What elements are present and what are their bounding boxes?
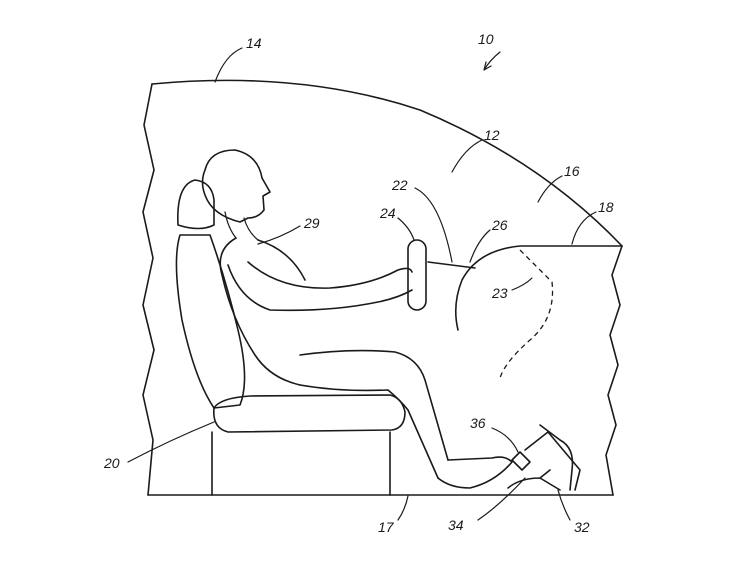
brake-pedal-mount bbox=[507, 469, 561, 491]
label-32: 32 bbox=[574, 519, 590, 535]
seat-base bbox=[211, 431, 391, 496]
airbag-deployment-zone bbox=[499, 249, 554, 379]
leader-29 bbox=[257, 225, 301, 245]
occupant-head bbox=[201, 149, 271, 223]
occupant-arm bbox=[227, 261, 413, 312]
dashboard bbox=[454, 245, 623, 331]
seat-cushion bbox=[212, 394, 406, 433]
leader-20 bbox=[127, 421, 215, 463]
label-34: 34 bbox=[448, 517, 464, 533]
leader-24 bbox=[397, 217, 415, 241]
label-10: 10 bbox=[478, 31, 494, 47]
occupant-torso bbox=[219, 237, 306, 386]
leader-17 bbox=[397, 495, 409, 521]
leader-10 bbox=[483, 51, 501, 71]
label-23: 23 bbox=[491, 285, 508, 301]
vehicle-rear-break-line bbox=[142, 83, 155, 496]
leader-23 bbox=[511, 277, 533, 291]
leader-22 bbox=[414, 187, 453, 263]
leader-32 bbox=[557, 489, 571, 521]
leader-12 bbox=[451, 139, 483, 173]
vehicle-front-break-line bbox=[605, 245, 623, 496]
seat-back bbox=[175, 234, 246, 409]
leader-16 bbox=[537, 175, 563, 203]
label-12: 12 bbox=[484, 127, 500, 143]
label-14: 14 bbox=[246, 35, 262, 51]
label-16: 16 bbox=[564, 163, 580, 179]
occupant-foot bbox=[437, 456, 513, 489]
arrow-10 bbox=[483, 61, 492, 71]
pedal-arm bbox=[539, 424, 574, 491]
seat-headrest bbox=[177, 179, 215, 230]
leader-34 bbox=[477, 477, 526, 521]
label-20: 20 bbox=[103, 455, 120, 471]
label-24: 24 bbox=[379, 205, 396, 221]
leader-26 bbox=[469, 229, 491, 263]
leader-14 bbox=[214, 47, 243, 83]
label-26: 26 bbox=[491, 217, 508, 233]
accelerator-pedal bbox=[511, 431, 581, 491]
leader-18 bbox=[571, 211, 597, 245]
label-29: 29 bbox=[303, 215, 320, 231]
steering-column bbox=[427, 261, 476, 269]
occupant-thigh bbox=[299, 349, 449, 479]
label-17: 17 bbox=[378, 519, 395, 535]
leader-36 bbox=[491, 427, 519, 453]
label-18: 18 bbox=[598, 199, 614, 215]
label-22: 22 bbox=[391, 177, 408, 193]
steering-wheel bbox=[407, 239, 427, 311]
label-36: 36 bbox=[470, 415, 486, 431]
vehicle-roof-line bbox=[151, 79, 623, 247]
occupant-neck bbox=[224, 211, 259, 241]
